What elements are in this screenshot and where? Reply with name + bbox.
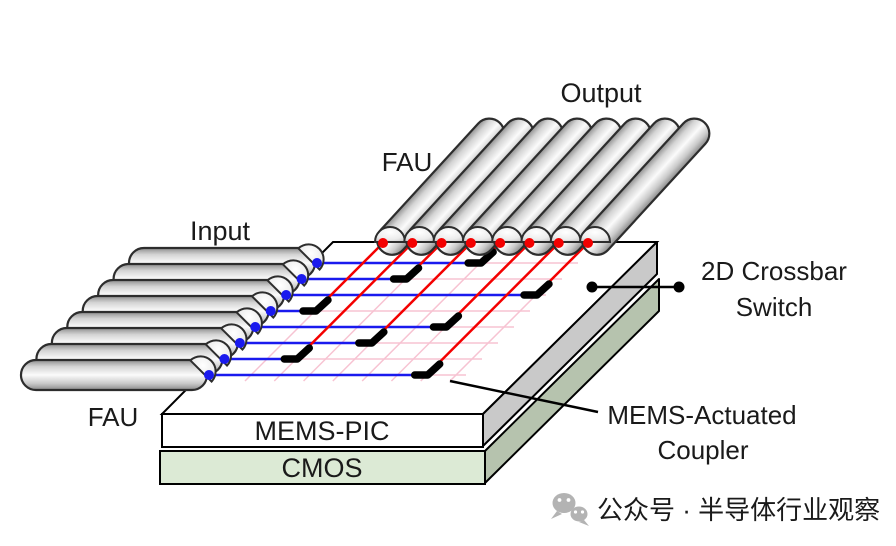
output-waveguide	[456, 243, 530, 316]
wechat-bubble-small-tail	[579, 520, 589, 526]
port-dots	[203, 238, 594, 380]
output-waveguides	[307, 243, 588, 364]
output-waveguide	[381, 243, 471, 332]
output-port-dot	[436, 238, 447, 248]
wechat-eye	[573, 510, 578, 514]
output-port-dot	[583, 238, 594, 248]
watermark-text: 公众号 · 半导体行业观察	[597, 495, 880, 525]
mems-coupler-label-line2: Coupler	[657, 435, 748, 465]
mems-actuated-coupler	[389, 264, 423, 283]
input-port-dot	[234, 338, 245, 348]
crossbar-switch-pointer	[586, 281, 685, 293]
fau-input-label: FAU	[88, 402, 139, 432]
output-label: Output	[560, 78, 642, 108]
mems-actuated-coupler	[299, 296, 332, 315]
input-fiber	[19, 355, 217, 392]
input-port-dot	[281, 290, 292, 300]
output-waveguide	[437, 243, 559, 364]
wechat-bubble-large	[552, 493, 576, 513]
output-waveguide	[326, 243, 383, 300]
input-port-dot	[265, 306, 276, 316]
mems-couplers	[280, 248, 553, 379]
fiber-body	[19, 358, 209, 392]
mems-actuated-coupler	[520, 280, 553, 299]
wechat-eye	[566, 498, 571, 502]
mems-actuated-coupler	[464, 248, 497, 267]
wechat-icon	[551, 493, 589, 526]
mems-actuated-coupler	[355, 328, 388, 347]
input-port-dot	[203, 370, 214, 380]
input-waveguides	[208, 261, 525, 377]
output-port-dot	[524, 238, 535, 248]
crossbar-pointer-dot-left	[586, 281, 598, 293]
input-port-dot	[296, 274, 307, 284]
coupler-pointer-line	[449, 379, 599, 414]
input-label: Input	[190, 216, 251, 246]
output-waveguide	[307, 243, 413, 348]
mems-actuated-coupler	[410, 360, 444, 379]
output-port-dot	[407, 238, 418, 248]
mems-coupler-label-line1: MEMS-Actuated	[607, 400, 796, 430]
mems-actuated-coupler	[280, 344, 314, 363]
input-port-dot	[312, 258, 322, 268]
output-waveguide	[547, 243, 588, 284]
input-port-dot	[219, 354, 230, 364]
chip-layer-stack	[159, 241, 660, 485]
cmos-front-face	[159, 450, 486, 485]
wechat-eye	[557, 498, 562, 502]
crossbar-switch-label-line1: 2D Crossbar	[701, 256, 847, 286]
mems-pic-layer-label: MEMS-PIC	[255, 416, 390, 446]
output-port-dot	[378, 238, 388, 248]
output-fiber-array	[373, 117, 711, 256]
output-port-dot	[465, 238, 476, 248]
mems-pic-front-face	[161, 413, 484, 448]
crossbar-pointer-dot-right	[673, 281, 685, 293]
watermark: 公众号 · 半导体行业观察	[551, 493, 880, 526]
output-port-dot	[495, 238, 506, 248]
mems-actuated-coupler	[429, 312, 463, 331]
output-port-dot	[553, 238, 564, 248]
inactive-column-waveguide	[361, 248, 495, 382]
crossbar-switch-label-line2: Switch	[736, 292, 813, 322]
fiber-body	[580, 117, 711, 256]
labels: Output FAU Input FAU 2D Crossbar Switch …	[88, 78, 848, 483]
cmos-layer-label: CMOS	[282, 453, 363, 483]
wechat-eye	[580, 510, 585, 514]
input-port-dot	[250, 322, 261, 332]
wechat-bubble-large-tail	[551, 511, 562, 519]
wechat-bubble-small	[570, 506, 588, 522]
fau-output-label: FAU	[382, 147, 433, 177]
